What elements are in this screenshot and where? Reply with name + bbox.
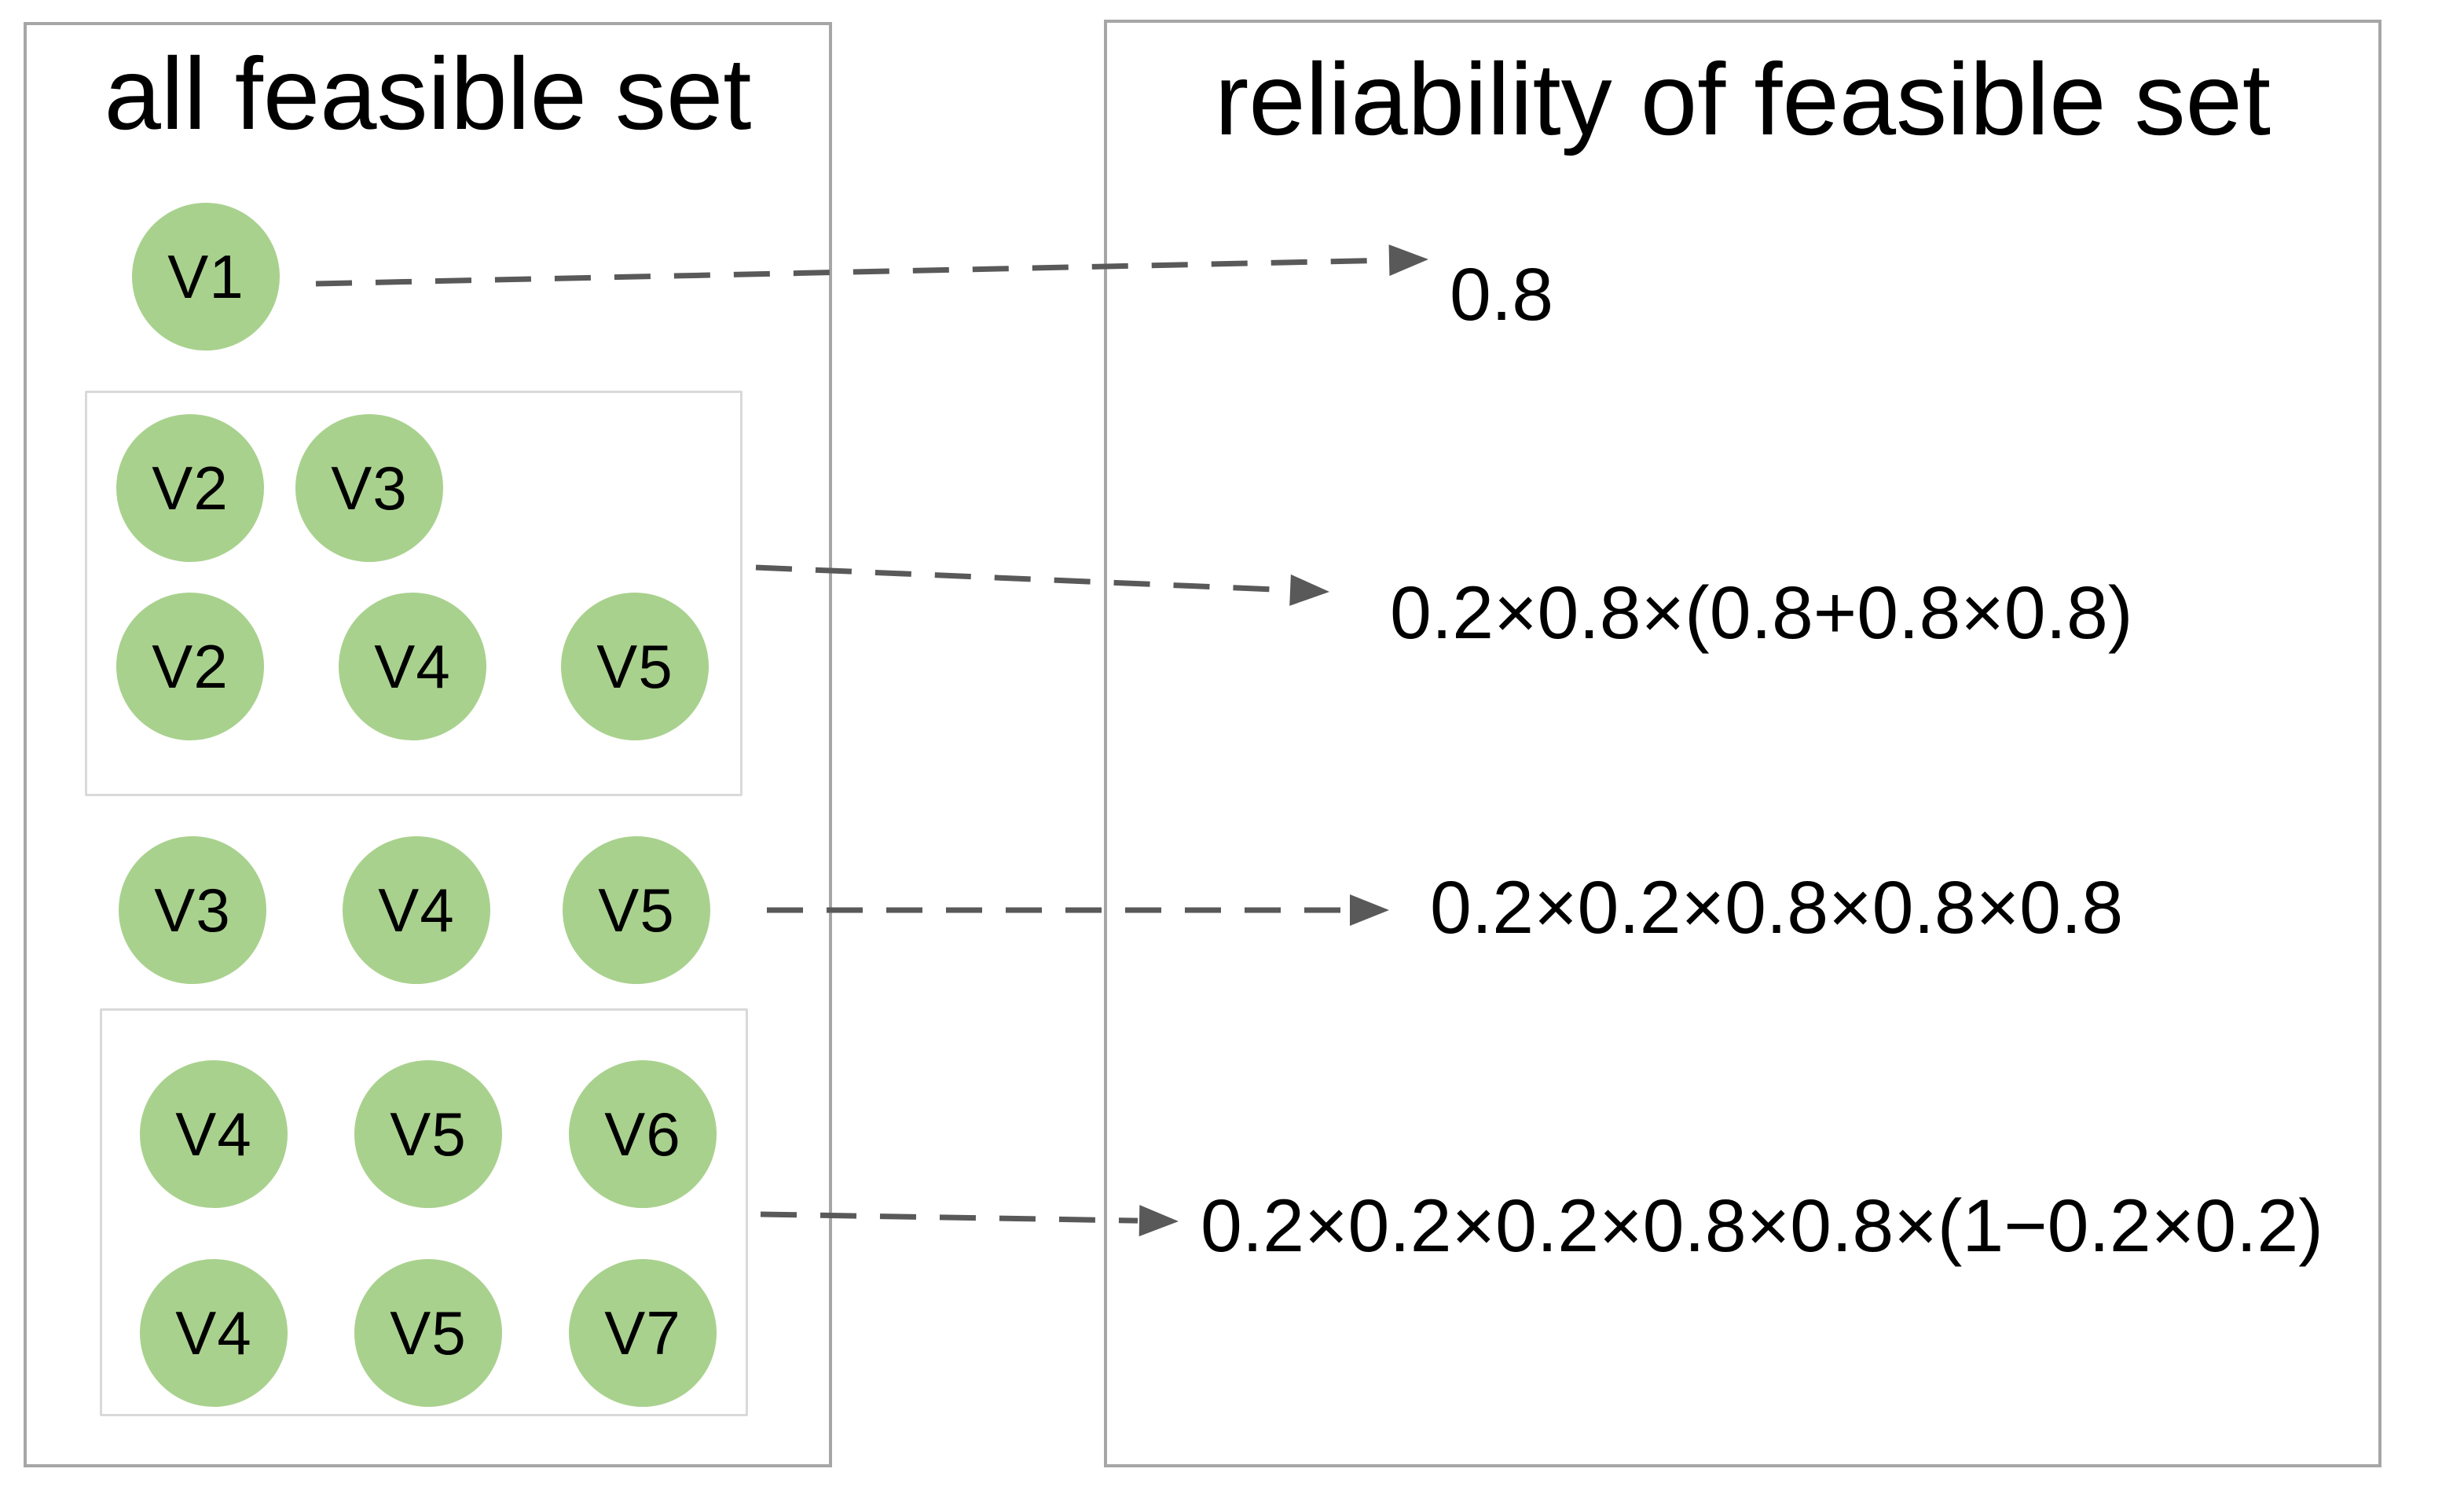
node-circle-v3: V3 [295, 414, 443, 562]
arrowhead-icon-4 [1138, 1205, 1179, 1237]
node-circle-v4: V4 [343, 836, 490, 984]
dashed-arrow-line-4 [760, 1211, 1138, 1224]
node-circle-v5: V5 [561, 593, 709, 740]
arrowhead-icon-1 [1388, 244, 1428, 277]
node-circle-v4: V4 [140, 1259, 288, 1407]
arrowhead-icon-2 [1289, 574, 1329, 606]
node-circle-v7: V7 [569, 1259, 717, 1407]
reliability-panel [1104, 20, 2382, 1467]
reliability-formula-4: 0.2×0.2×0.2×0.8×0.8×(1−0.2×0.2) [1201, 1184, 2323, 1268]
left-panel-title: all feasible set [104, 36, 752, 151]
dashed-arrow-line-1 [315, 257, 1388, 287]
node-circle-v5: V5 [354, 1060, 502, 1208]
feasible-group-box-2 [100, 1008, 748, 1416]
feasible-group-box-1 [85, 391, 742, 796]
node-circle-v4: V4 [140, 1060, 288, 1208]
node-circle-v5: V5 [563, 836, 710, 984]
node-circle-v3: V3 [119, 836, 266, 984]
node-circle-v6: V6 [569, 1060, 717, 1208]
node-circle-v2: V2 [116, 593, 264, 740]
dashed-arrow-line-2 [755, 564, 1289, 593]
reliability-formula-3: 0.2×0.2×0.8×0.8×0.8 [1430, 866, 2124, 949]
node-circle-v5: V5 [354, 1259, 502, 1407]
arrowhead-icon-3 [1350, 894, 1389, 926]
node-circle-v4: V4 [339, 593, 486, 740]
node-circle-v1: V1 [132, 203, 280, 351]
reliability-formula-1: 0.8 [1450, 253, 1554, 336]
right-panel-title: reliability of feasible set [1215, 42, 2271, 156]
reliability-formula-2: 0.2×0.8×(0.8+0.8×0.8) [1390, 571, 2133, 655]
node-circle-v2: V2 [116, 414, 264, 562]
